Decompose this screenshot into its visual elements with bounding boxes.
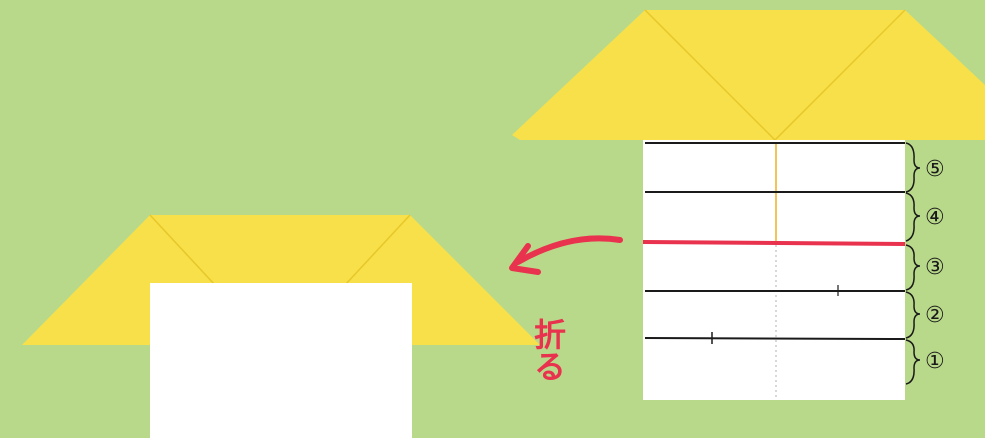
- section-line: [645, 338, 905, 339]
- section-label-5: ⑤: [925, 157, 945, 182]
- brace: [906, 292, 920, 338]
- section-label-3: ③: [925, 255, 945, 280]
- fold-line-red: [643, 242, 905, 244]
- fold-arrow: [512, 238, 620, 272]
- brace: [906, 245, 920, 290]
- brace: [906, 143, 920, 192]
- brace: [906, 340, 920, 384]
- section-labels: ⑤ ④ ③ ② ①: [925, 157, 945, 374]
- fold-arrow-curve: [518, 238, 620, 262]
- fold-instruction-text: 折る: [529, 318, 567, 382]
- left-house: [22, 215, 540, 438]
- section-braces: [906, 143, 920, 384]
- section-label-4: ④: [925, 205, 945, 230]
- section-label-1: ①: [925, 349, 945, 374]
- brace: [906, 193, 920, 241]
- section-label-2: ②: [925, 303, 945, 328]
- right-roof: [512, 10, 985, 140]
- left-house-body: [150, 283, 412, 438]
- right-house-body: [643, 140, 905, 400]
